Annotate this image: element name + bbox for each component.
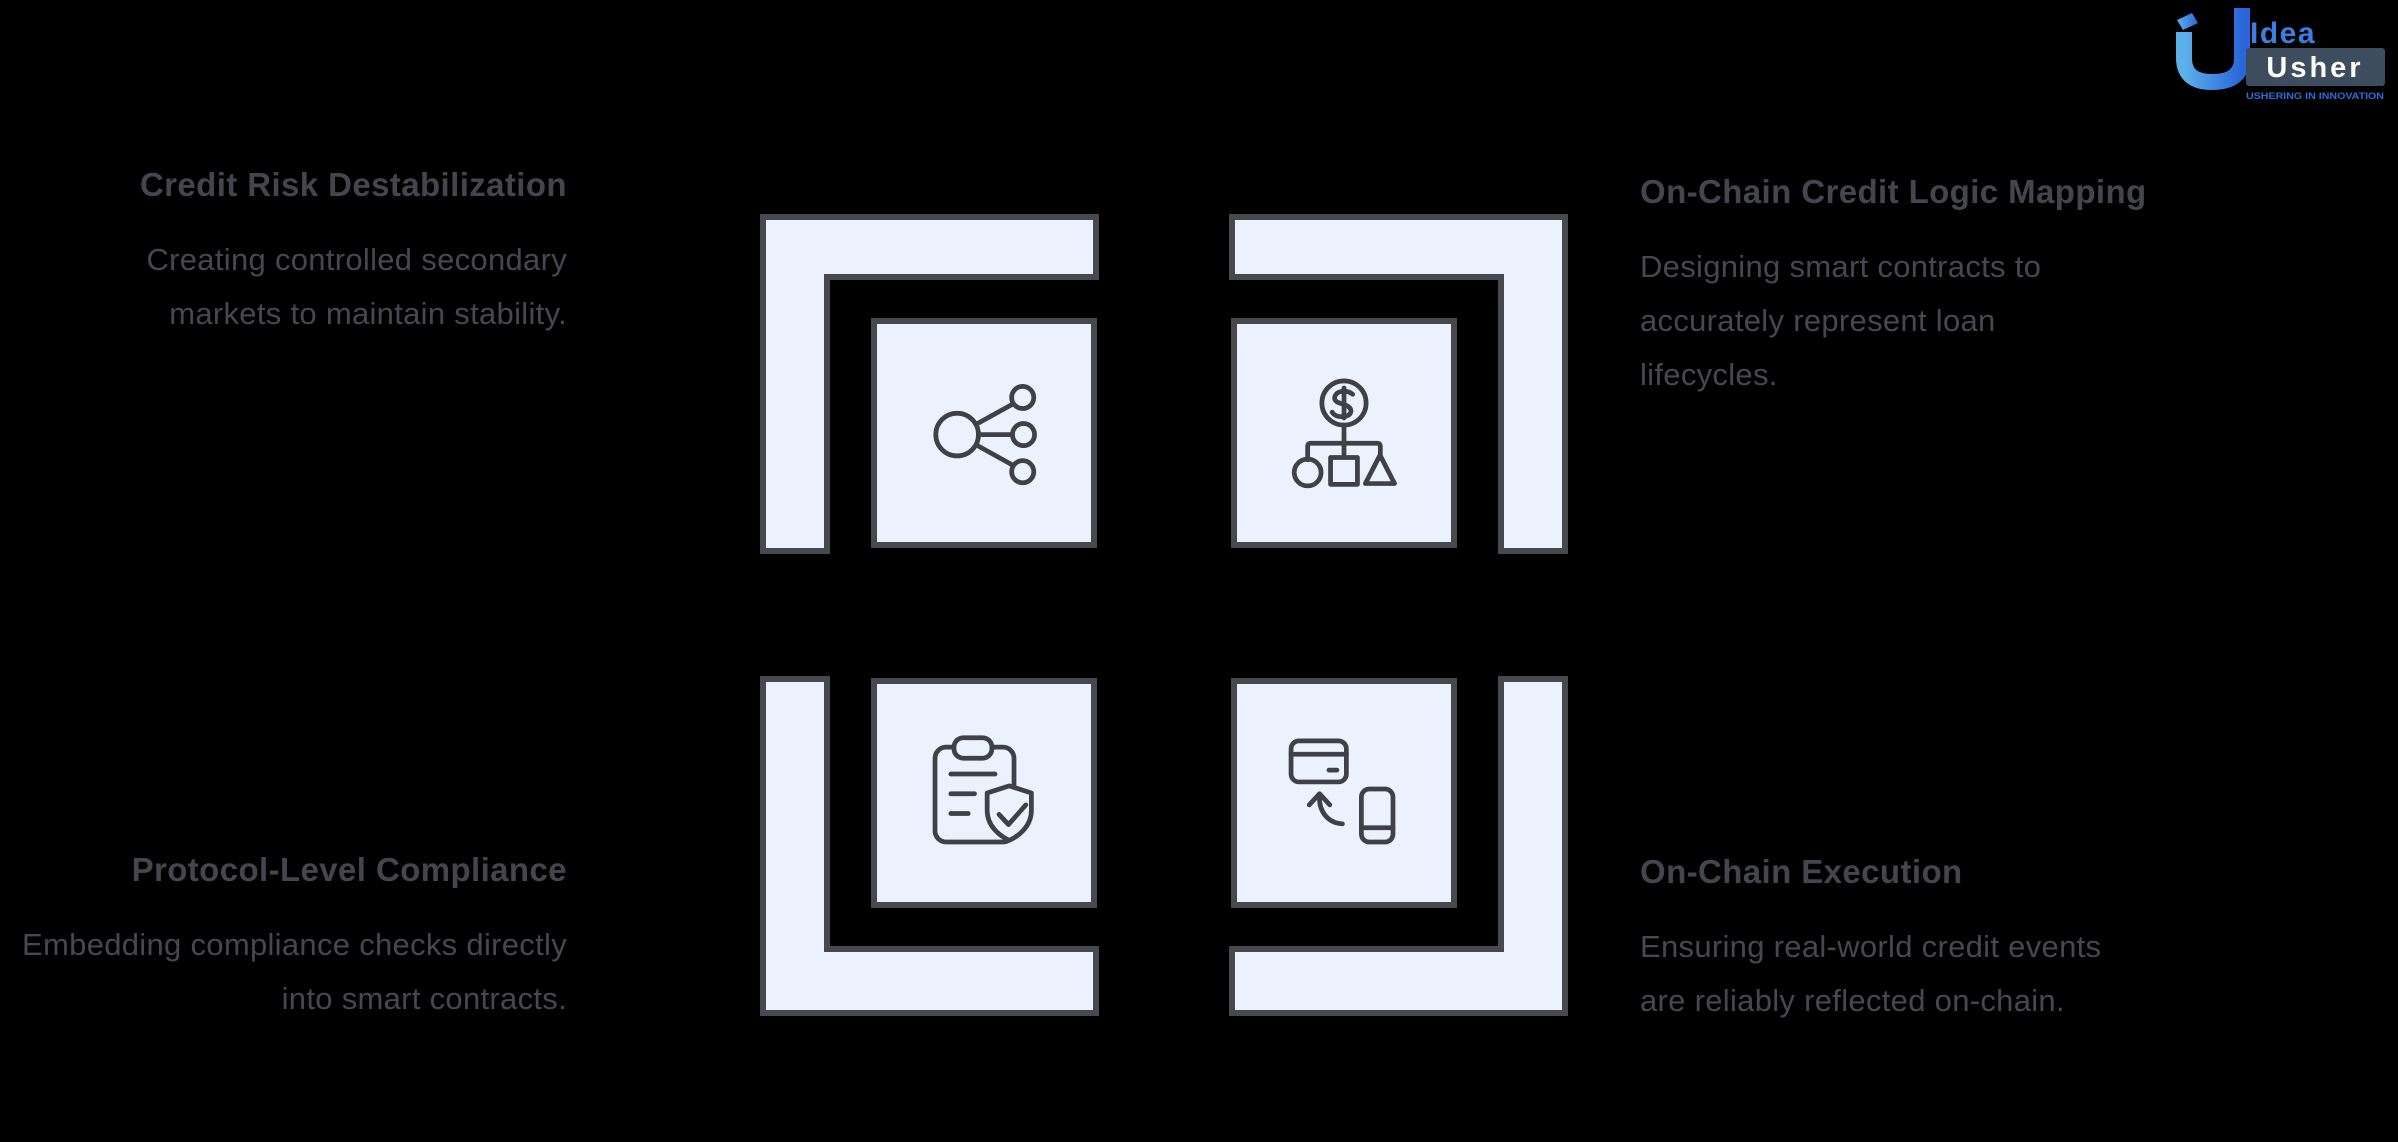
share-network-icon [933, 384, 1037, 486]
logo-dot [2177, 13, 2198, 30]
logo-brand-box [2246, 48, 2385, 86]
card-phone-transfer-icon [1288, 738, 1396, 845]
item-description: Designing smart contracts to accurately … [1640, 249, 2042, 392]
dollar-hierarchy-icon [1291, 378, 1397, 489]
item-description: Ensuring real-world credit events are re… [1640, 929, 2102, 1018]
corner-bracket-bottom-right [1229, 676, 1568, 1016]
block-protocol-level-compliance: Protocol-Level Compliance Embedding comp… [7, 848, 567, 1026]
item-description: Creating controlled secondary markets to… [146, 242, 567, 331]
block-on-chain-credit-logic-mapping: On-Chain Credit Logic Mapping Designing … [1640, 170, 2147, 402]
block-credit-risk-destabilization: Credit Risk Destabilization Creating con… [57, 163, 567, 341]
idea-usher-logo: Idea Usher USHERING IN INNOVATION [2176, 8, 2385, 102]
logo-u-mark [2176, 8, 2250, 91]
corner-bracket-top-left [760, 214, 1099, 554]
tile-on-chain-credit-logic-mapping [1231, 318, 1457, 548]
block-on-chain-execution: On-Chain Execution Ensuring real-world c… [1640, 850, 2120, 1028]
item-title: On-Chain Execution [1640, 853, 1963, 890]
corner-bracket-bottom-left [760, 676, 1099, 1016]
item-description: Embedding compliance checks directly int… [22, 927, 567, 1016]
corner-bracket-top-right [1229, 214, 1568, 554]
clipboard-shield-icon [932, 735, 1034, 845]
logo-brand-top: Idea [2250, 17, 2316, 50]
item-title: On-Chain Credit Logic Mapping [1640, 173, 2147, 210]
logo-brand-bottom: Usher [2266, 52, 2363, 84]
item-title: Protocol-Level Compliance [131, 851, 567, 888]
tile-protocol-level-compliance [871, 678, 1097, 908]
tile-on-chain-execution [1231, 678, 1457, 908]
item-title: Credit Risk Destabilization [139, 166, 567, 203]
tile-credit-risk-destabilization [871, 318, 1097, 548]
logo-tagline: USHERING IN INNOVATION [2246, 91, 2384, 102]
